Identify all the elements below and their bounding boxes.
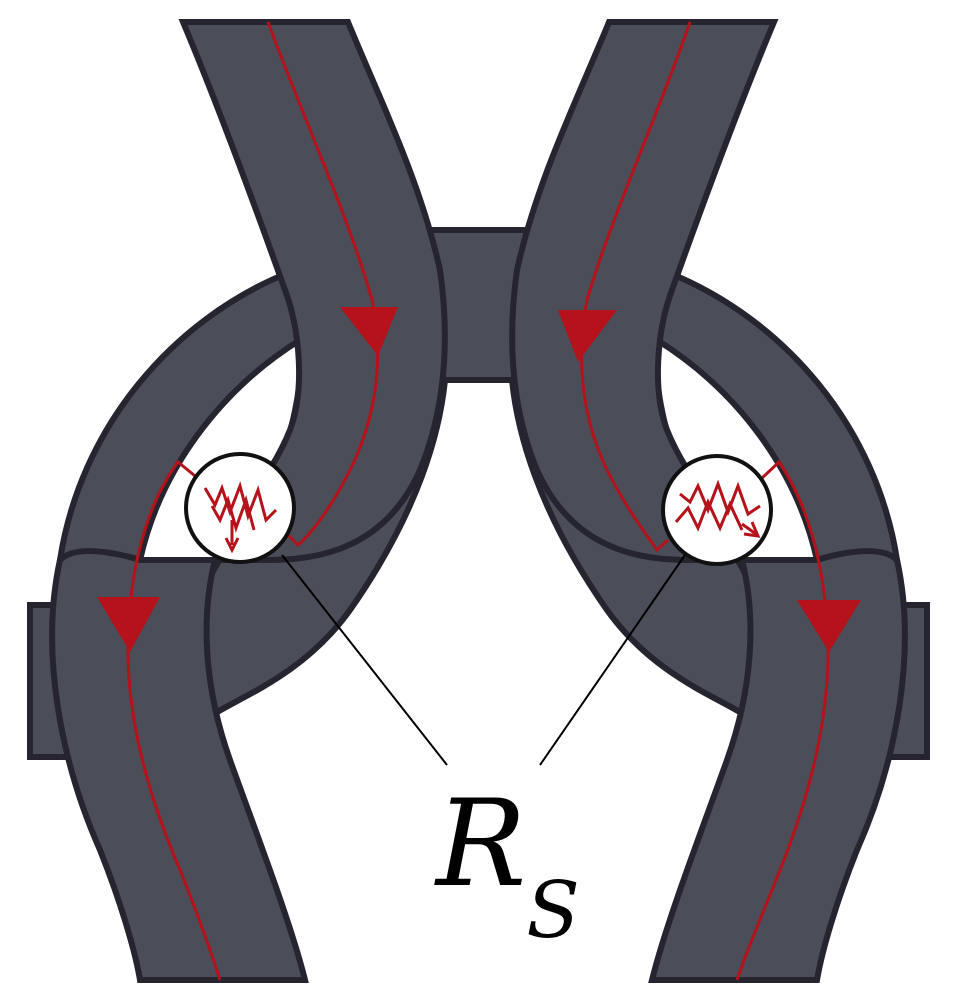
resistor-right-zigzag-icon [679, 479, 761, 517]
left-channel-upper [178, 19, 448, 563]
leader-lines [281, 554, 686, 766]
resistance-label: RS [434, 775, 580, 956]
left-channel-lower [49, 548, 309, 983]
resistor-right-lead-arrow-icon [741, 521, 761, 538]
resistance-label-subscript: S [526, 866, 579, 956]
left-upper-arrow-icon [340, 307, 398, 356]
right-current-lower [735, 459, 830, 981]
current-arrows [97, 307, 861, 652]
resistor-left [184, 452, 296, 564]
right-channel-lower [648, 548, 908, 983]
right-upper-arrow-icon [558, 310, 617, 362]
resistance-label-symbol: R [434, 775, 526, 914]
resistor-left-zigzag-icon-2 [210, 494, 256, 533]
resistor-right [661, 454, 773, 566]
left-current-lower [126, 459, 222, 981]
leader-line-right [539, 554, 686, 766]
right-lower-arrow-icon [797, 600, 861, 652]
resistor-right-zigzag-icon-2 [674, 498, 744, 532]
resistor-right-circle [661, 454, 773, 566]
resistor-left-circle [184, 452, 296, 564]
right-channel-upper [509, 19, 779, 563]
leader-line-left [281, 554, 448, 766]
left-lower-arrow-icon [97, 597, 160, 652]
resistor-left-zigzag-icon [203, 481, 278, 523]
resistor-left-lead-arrow-icon [224, 520, 240, 554]
